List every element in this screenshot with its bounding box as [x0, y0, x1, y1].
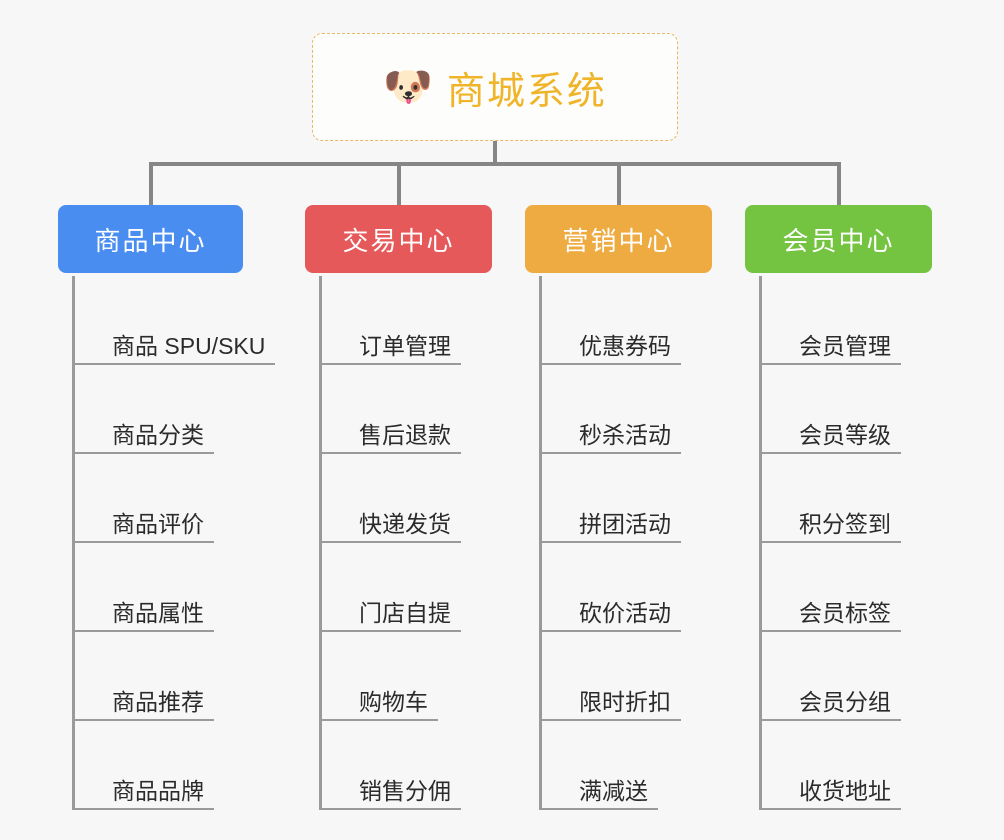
- category-header-label: 交易中心: [342, 225, 455, 256]
- leaf-item-underline: [759, 719, 901, 721]
- dog-face-icon: 🐶: [383, 65, 433, 109]
- category-header-label: 营销中心: [562, 225, 675, 256]
- leaf-item[interactable]: 优惠券码: [539, 276, 786, 365]
- leaf-item[interactable]: 砍价活动: [539, 543, 786, 632]
- leaf-item-underline: [72, 630, 214, 632]
- leaf-item[interactable]: 会员等级: [759, 365, 1004, 454]
- column-spine-line: [72, 276, 75, 810]
- leaf-item-label: 会员等级: [799, 421, 891, 448]
- leaf-item-label: 门店自提: [359, 599, 451, 626]
- leaf-item[interactable]: 快递发货: [319, 454, 566, 543]
- branch-drop-line: [836, 162, 841, 205]
- leaf-item-underline: [319, 719, 438, 721]
- category-header-1[interactable]: 商品中心: [58, 205, 243, 273]
- leaf-item-label: 商品分类: [112, 421, 204, 448]
- leaf-item-underline: [72, 541, 214, 543]
- leaf-item-underline: [319, 808, 461, 810]
- root-title: 商城系统: [446, 70, 607, 113]
- leaf-item-label: 积分签到: [799, 510, 891, 537]
- leaf-item[interactable]: 售后退款: [319, 365, 566, 454]
- leaf-item[interactable]: 会员分组: [759, 632, 1004, 721]
- branch-drop-line: [148, 162, 153, 205]
- category-header-label: 商品中心: [94, 225, 207, 256]
- leaf-item-label: 商品评价: [112, 510, 204, 537]
- leaf-item-label: 商品品牌: [112, 777, 204, 804]
- leaf-item-underline: [539, 541, 681, 543]
- branch-drop-line: [616, 162, 621, 205]
- leaf-item[interactable]: 商品品牌: [72, 721, 317, 810]
- leaf-item[interactable]: 积分签到: [759, 454, 1004, 543]
- leaf-item-underline: [539, 719, 681, 721]
- leaf-item-label: 拼团活动: [579, 510, 671, 537]
- leaf-item[interactable]: 会员标签: [759, 543, 1004, 632]
- leaf-column-3: 优惠券码秒杀活动拼团活动砍价活动限时折扣满减送: [539, 276, 786, 810]
- leaf-item-underline: [72, 808, 214, 810]
- leaf-item-underline: [759, 630, 901, 632]
- leaf-item[interactable]: 限时折扣: [539, 632, 786, 721]
- category-header-2[interactable]: 交易中心: [305, 205, 492, 273]
- leaf-item[interactable]: 会员管理: [759, 276, 1004, 365]
- leaf-item[interactable]: 门店自提: [319, 543, 566, 632]
- leaf-item[interactable]: 销售分佣: [319, 721, 566, 810]
- leaf-item-label: 秒杀活动: [579, 421, 671, 448]
- leaf-item[interactable]: 商品推荐: [72, 632, 317, 721]
- leaf-item-label: 会员分组: [799, 688, 891, 715]
- leaf-item-label: 砍价活动: [579, 599, 671, 626]
- category-header-3[interactable]: 营销中心: [525, 205, 712, 273]
- leaf-column-2: 订单管理售后退款快递发货门店自提购物车销售分佣: [319, 276, 566, 810]
- leaf-item-underline: [72, 719, 214, 721]
- leaf-item-underline: [72, 452, 214, 454]
- leaf-item-underline: [759, 363, 901, 365]
- leaf-item-underline: [539, 808, 658, 810]
- leaf-item-underline: [319, 452, 461, 454]
- leaf-item-label: 会员标签: [799, 599, 891, 626]
- leaf-item[interactable]: 收货地址: [759, 721, 1004, 810]
- leaf-item-label: 订单管理: [359, 332, 451, 359]
- leaf-item-label: 快递发货: [359, 510, 451, 537]
- leaf-item-underline: [319, 363, 461, 365]
- leaf-item-label: 商品属性: [112, 599, 204, 626]
- column-spine-line: [539, 276, 542, 810]
- leaf-item-label: 会员管理: [799, 332, 891, 359]
- category-header-label: 会员中心: [782, 225, 895, 256]
- leaf-item-label: 满减送: [579, 777, 648, 804]
- leaf-column-4: 会员管理会员等级积分签到会员标签会员分组收货地址: [759, 276, 1004, 810]
- leaf-item[interactable]: 拼团活动: [539, 454, 786, 543]
- horizontal-bar-line: [148, 162, 841, 166]
- leaf-item[interactable]: 商品属性: [72, 543, 317, 632]
- leaf-item-underline: [539, 452, 681, 454]
- category-header-4[interactable]: 会员中心: [745, 205, 932, 273]
- leaf-item-label: 商品 SPU/SKU: [112, 332, 266, 359]
- leaf-item-underline: [539, 630, 681, 632]
- leaf-item[interactable]: 商品 SPU/SKU: [72, 276, 317, 365]
- leaf-item-label: 购物车: [359, 688, 428, 715]
- leaf-item-label: 限时折扣: [579, 688, 671, 715]
- leaf-item-label: 商品推荐: [112, 688, 204, 715]
- leaf-item-underline: [759, 808, 901, 810]
- root-node[interactable]: 🐶 商城系统: [312, 33, 678, 141]
- leaf-item-underline: [319, 630, 461, 632]
- leaf-item-underline: [759, 452, 901, 454]
- leaf-item-underline: [72, 363, 275, 365]
- leaf-item-underline: [539, 363, 681, 365]
- leaf-item-underline: [319, 541, 461, 543]
- leaf-item-label: 优惠券码: [579, 332, 671, 359]
- column-spine-line: [759, 276, 762, 810]
- leaf-item-label: 收货地址: [799, 777, 891, 804]
- leaf-item-label: 销售分佣: [359, 777, 451, 804]
- root-stub-line: [493, 141, 497, 166]
- column-spine-line: [319, 276, 322, 810]
- leaf-item[interactable]: 订单管理: [319, 276, 566, 365]
- leaf-item[interactable]: 购物车: [319, 632, 566, 721]
- branch-drop-line: [396, 162, 401, 205]
- leaf-item-label: 售后退款: [359, 421, 451, 448]
- leaf-item[interactable]: 商品分类: [72, 365, 317, 454]
- leaf-column-1: 商品 SPU/SKU 商品分类商品评价商品属性商品推荐商品品牌: [72, 276, 317, 810]
- leaf-item[interactable]: 商品评价: [72, 454, 317, 543]
- leaf-item[interactable]: 满减送: [539, 721, 786, 810]
- leaf-item-underline: [759, 541, 901, 543]
- leaf-item[interactable]: 秒杀活动: [539, 365, 786, 454]
